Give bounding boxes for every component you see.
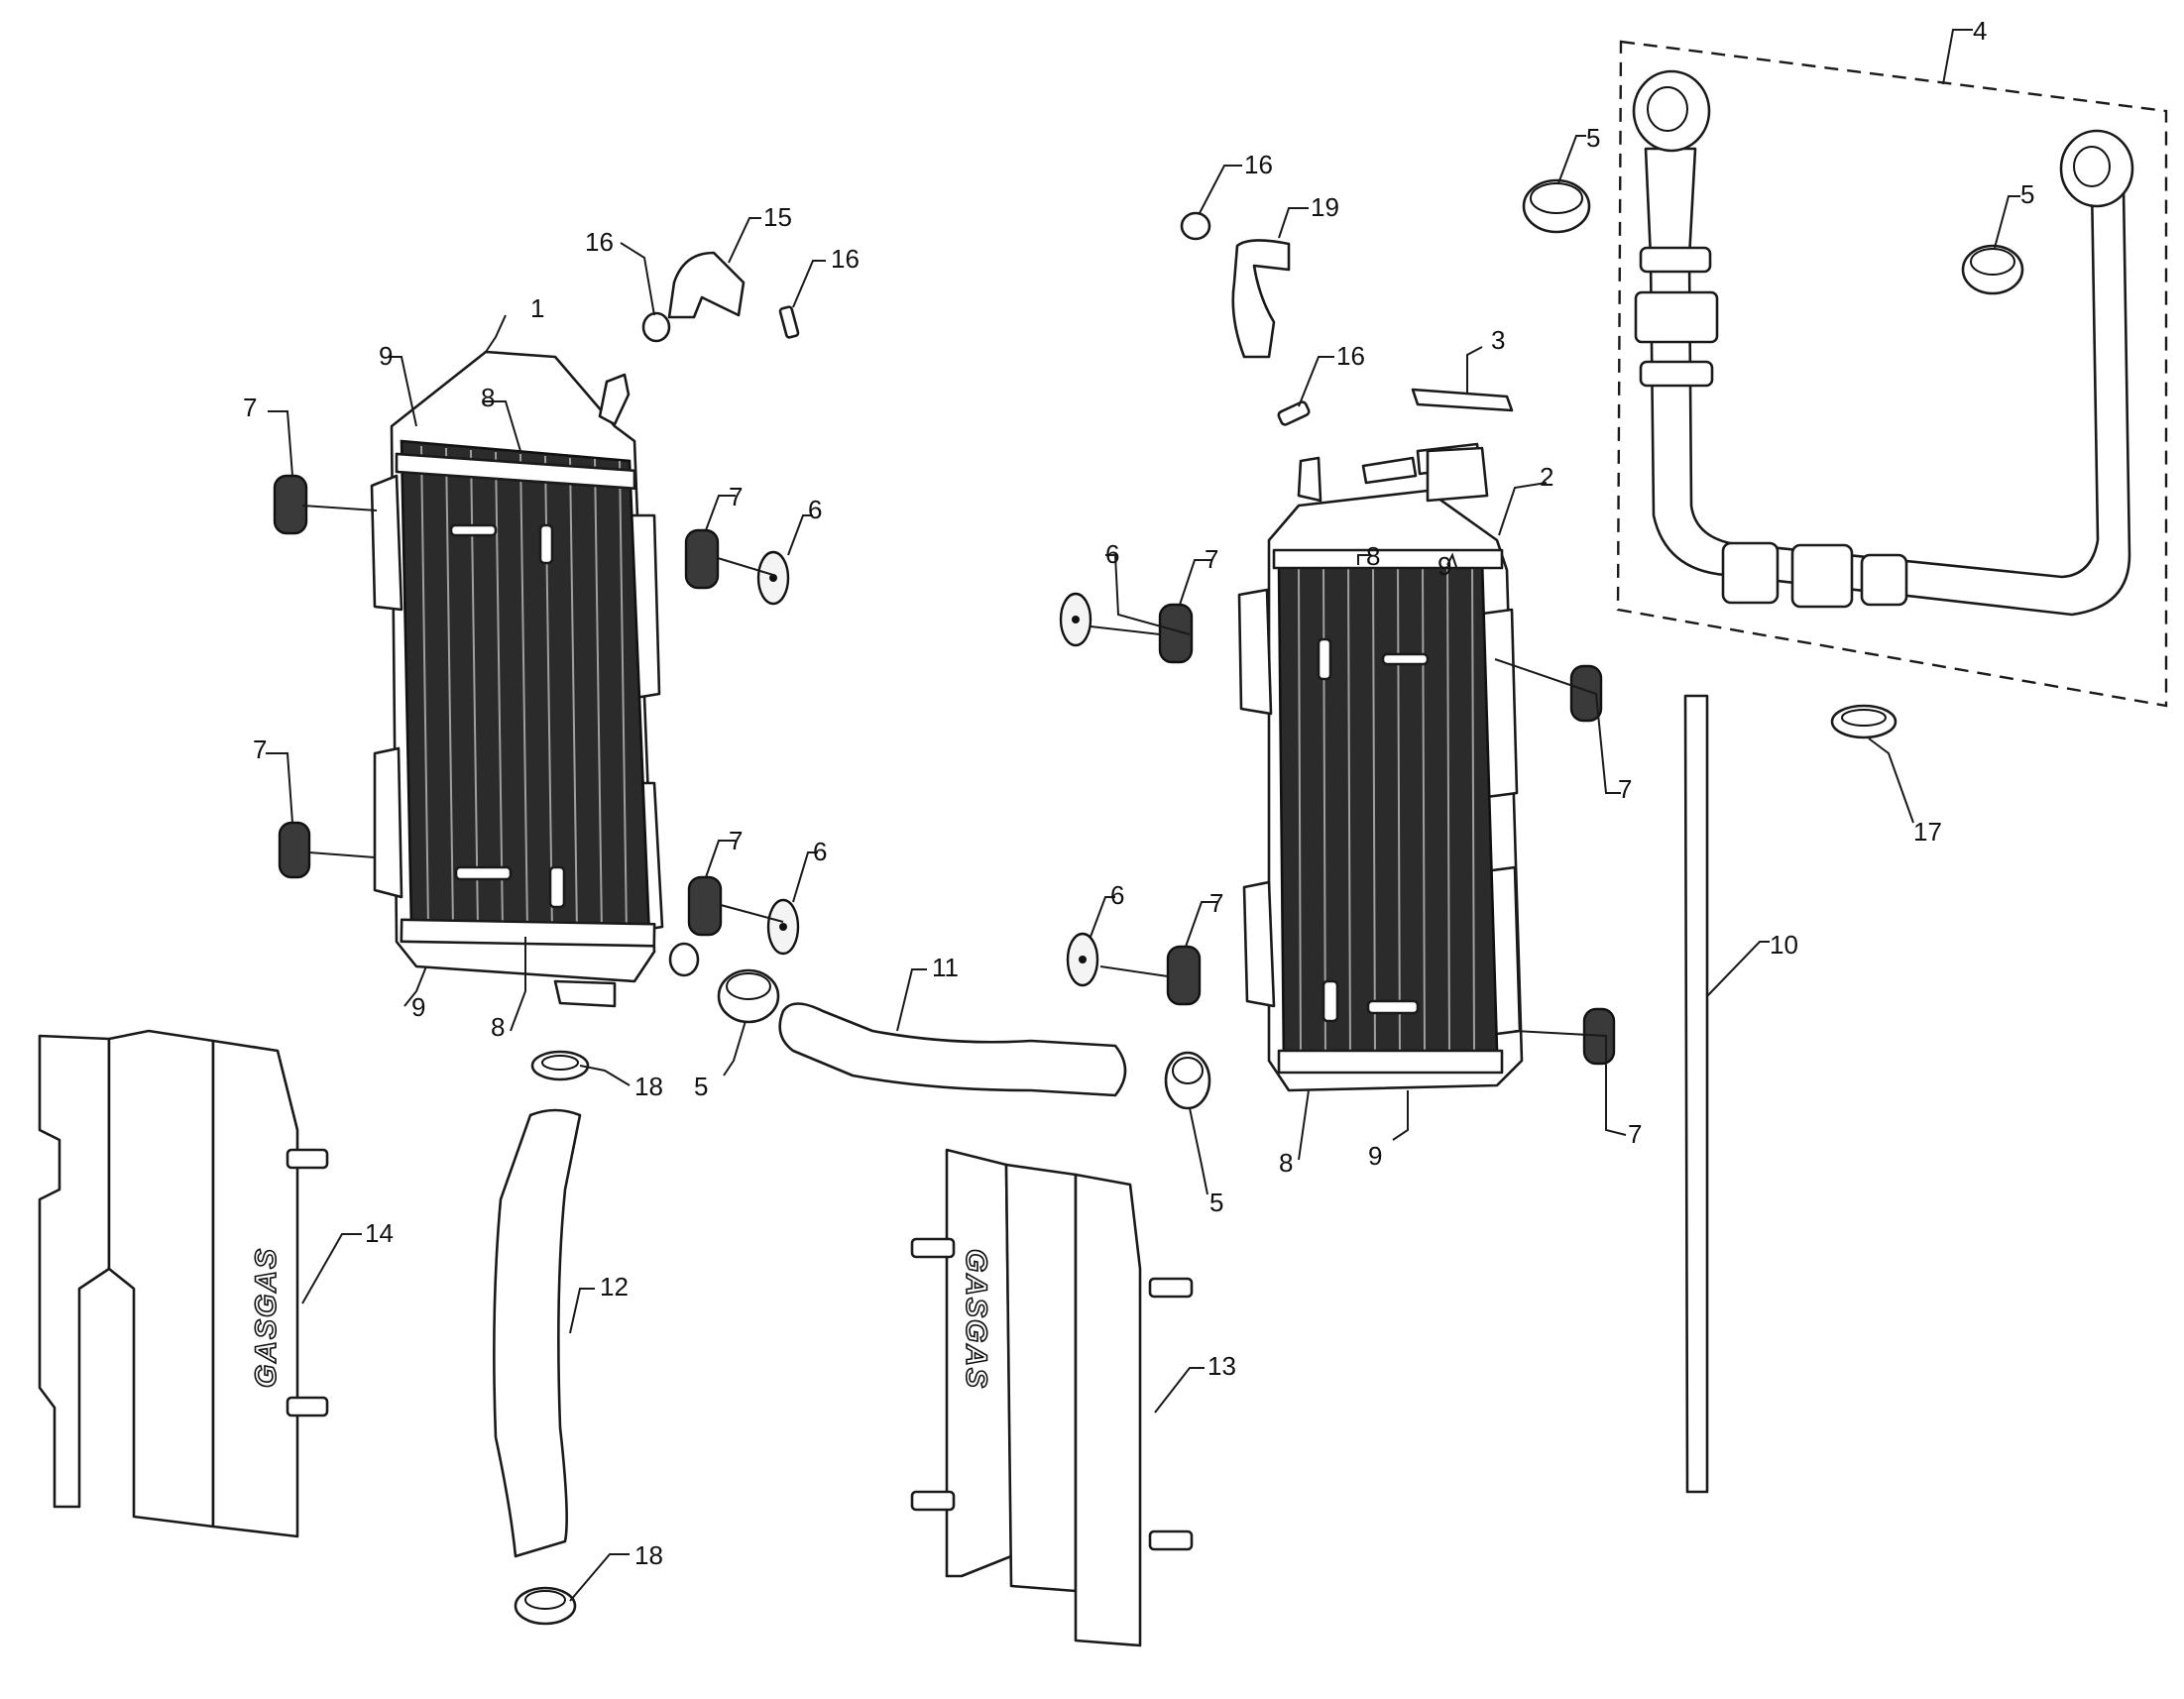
callout-6: 6: [808, 495, 822, 524]
coolant-hoses: [493, 694, 1709, 1558]
callout-2: 2: [1540, 462, 1553, 492]
hose-11: [778, 1002, 1127, 1097]
left-guard-logo: GASGAS: [250, 1247, 283, 1388]
grommet: [278, 821, 311, 879]
callout-16: 16: [831, 244, 860, 274]
leader-lines: [266, 29, 2020, 1602]
callout-9: 9: [1437, 551, 1451, 581]
callout-5: 5: [1209, 1188, 1223, 1217]
elbow-hose: [1231, 239, 1291, 359]
right-radiator: [1237, 442, 1524, 1092]
callout-8: 8: [1366, 541, 1380, 571]
callout-16: 16: [1336, 341, 1365, 371]
radiator-guard-right: GASGAS: [910, 1148, 1194, 1647]
callout-18: 18: [634, 1072, 663, 1101]
small-fittings: [641, 211, 1514, 426]
grommet: [684, 528, 720, 590]
hose-10: [1683, 694, 1709, 1494]
callout-19: 19: [1311, 192, 1339, 222]
callout-7: 7: [1618, 774, 1632, 804]
callout-3: 3: [1491, 325, 1505, 355]
callout-7: 7: [1209, 888, 1223, 918]
callout-16: 16: [585, 227, 614, 257]
spacer-bar: [1411, 388, 1514, 412]
callout-13: 13: [1207, 1351, 1236, 1381]
callout-7: 7: [729, 482, 743, 511]
right-radiator-fins: [1298, 560, 1475, 1064]
elbow-fitting: [667, 251, 746, 319]
callout-12: 12: [600, 1272, 629, 1302]
callout-8: 8: [1279, 1148, 1293, 1178]
callout-1: 1: [530, 293, 544, 323]
left-radiator: [370, 350, 700, 1008]
callout-9: 9: [411, 992, 425, 1022]
washers: [756, 550, 1099, 987]
callout-17: 17: [1913, 817, 1942, 847]
callout-7: 7: [729, 826, 743, 855]
callout-9: 9: [1368, 1141, 1382, 1171]
callout-6: 6: [1105, 539, 1119, 569]
grommet: [1569, 664, 1603, 723]
callout-labels: 1 2 3 4 5 5 5 5 6 6 6 6 7 7 7 7 7 7 7 7 …: [243, 16, 2034, 1570]
grommet: [687, 875, 723, 937]
grommet: [273, 474, 308, 535]
callout-6: 6: [1110, 880, 1124, 910]
callout-5: 5: [2020, 179, 2034, 209]
callout-4: 4: [1973, 16, 1987, 46]
callout-7: 7: [1205, 544, 1218, 574]
callout-16: 16: [1244, 150, 1273, 179]
hose-12: [493, 1108, 582, 1558]
callout-7: 7: [1628, 1119, 1642, 1149]
callout-15: 15: [763, 202, 792, 232]
callout-10: 10: [1770, 930, 1798, 960]
callout-14: 14: [365, 1218, 394, 1248]
callout-8: 8: [481, 383, 495, 412]
callout-11: 11: [932, 953, 959, 982]
callout-5: 5: [1586, 123, 1600, 153]
grommet: [1166, 945, 1202, 1006]
hose-clamps: [514, 178, 2024, 1626]
callout-9: 9: [379, 341, 393, 371]
callout-7: 7: [253, 735, 267, 764]
callout-8: 8: [491, 1012, 505, 1042]
left-radiator-fins: [420, 445, 628, 936]
callout-7: 7: [243, 393, 257, 422]
hose-assembly: [1616, 40, 2168, 708]
callout-18: 18: [634, 1540, 663, 1570]
callout-6: 6: [813, 837, 827, 866]
right-guard-logo: GASGAS: [960, 1249, 992, 1390]
callout-5: 5: [694, 1072, 708, 1101]
radiator-guard-left: GASGAS: [38, 1029, 329, 1538]
